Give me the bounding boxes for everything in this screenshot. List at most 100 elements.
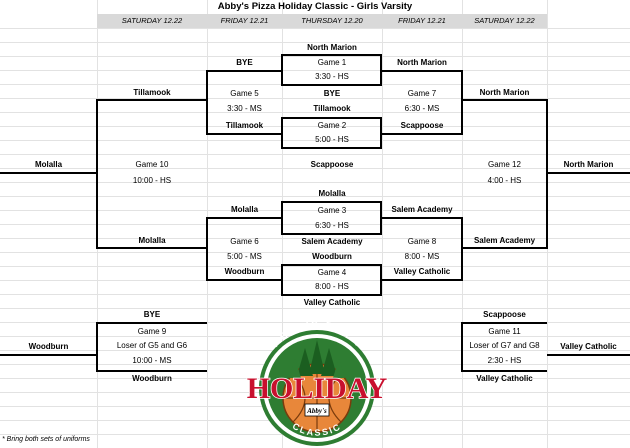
gridline [0,112,630,113]
logo-main-text: HOLIDAY [247,372,388,405]
game4-team-top: Woodburn [312,252,352,261]
g5-bottom-line [207,133,282,135]
game9-team-bottom: Woodburn [132,374,172,383]
gridline [0,28,630,29]
g8-top-line [382,217,462,219]
gridline [0,266,630,267]
game10-team-top: Tillamook [133,88,171,97]
game12-time: 4:00 - HS [487,176,522,185]
game8-time: 8:00 - MS [404,252,440,261]
game5-team-bottom: Tillamook [225,121,264,130]
game8-team-top: Salem Academy [391,205,453,214]
game3-team-bottom: Salem Academy [301,237,363,246]
tree-icon [297,348,313,376]
game7-team-bottom: Scappoose [400,121,444,130]
game2-label: Game 2 [317,121,347,130]
tree-icon [333,358,345,378]
game8-label: Game 8 [407,237,437,246]
game3-label: Game 3 [317,206,347,215]
gridline [0,210,630,211]
game4-box [281,264,382,296]
game12-label: Game 12 [488,160,521,169]
day-header: SATURDAY 12.22 [474,16,535,25]
game7-time: 6:30 - MS [404,104,440,113]
game1-box [281,54,382,86]
g8-vertical [461,217,463,281]
g9-vertical [96,322,98,372]
g11-vertical [461,322,463,372]
g12-vertical [546,99,548,249]
game11-team-bottom: Valley Catholic [476,374,533,383]
gridline [0,252,630,253]
g9-top-line [97,322,207,324]
game2-team-bottom: Scappoose [310,160,354,169]
g9-winner-line [0,354,97,356]
g7-vertical [461,70,463,135]
g9-bottom-line [97,370,207,372]
gridline [0,308,630,309]
gridline [0,182,630,183]
g11-winner-line [547,354,630,356]
game12-winner: North Marion [563,160,614,169]
game9-winner: Woodburn [28,342,69,351]
gridline [0,56,630,57]
game11-time: 2:30 - HS [487,356,522,365]
game6-team-top: Molalla [230,205,259,214]
g7-top-line [382,70,462,72]
tree-icon [321,348,337,376]
gridline [0,42,630,43]
g6-vertical [206,217,208,281]
game4-label: Game 4 [317,268,347,277]
game4-time: 8:00 - HS [315,282,349,291]
g10-top-line [97,99,207,101]
game6-label: Game 6 [230,237,259,246]
day-header-row [97,14,547,28]
game3-box [281,201,382,235]
game9-time: 10:00 - MS [132,356,172,365]
g12-bottom-line [462,247,547,249]
game11-sub: Loser of G7 and G8 [469,341,540,350]
game5-label: Game 5 [230,89,259,98]
game11-team-top: Scappoose [483,310,526,319]
gridline [0,126,630,127]
game5-time: 3:30 - MS [227,104,262,113]
game5-team-top: BYE [236,58,253,67]
game1-label: Game 1 [317,58,347,67]
g10-bottom-line [97,247,207,249]
g10-winner-line [0,172,97,174]
game4-team-bottom: Valley Catholic [303,298,361,307]
game3-team-top: Molalla [318,189,346,198]
game1-time: 3:30 - HS [315,72,349,81]
tree-icon [289,358,301,378]
day-header: THURSDAY 12.20 [301,16,363,25]
game12-team-bottom: Salem Academy [473,236,536,245]
abbys-pizza-holiday-classic-logo: ABBY'S PIZZA CLASSIC HOLIDAY Abby's [246,320,388,446]
g6-top-line [207,217,282,219]
game2-team-top: Tillamook [313,104,351,113]
g6-bottom-line [207,279,282,281]
g11-bottom-line [462,370,547,372]
g12-winner-line [547,172,630,174]
gridline [0,196,630,197]
gridline [0,238,630,239]
gridline [0,168,630,169]
game10-time: 10:00 - HS [132,176,172,185]
g11-top-line [462,322,547,324]
game6-time: 5:00 - MS [227,252,262,261]
day-header: FRIDAY 12.21 [398,16,446,25]
game2-box [281,117,382,149]
gridline [0,154,630,155]
g10-vertical [96,99,98,249]
page-title: Abby's Pizza Holiday Classic - Girls Var… [217,1,413,12]
g5-top-line [207,70,282,72]
gridline [0,322,630,323]
game11-label: Game 11 [488,327,521,336]
game9-label: Game 9 [137,327,167,336]
game9-sub: Loser of G5 and G6 [116,341,188,350]
gridline [0,224,630,225]
game2-time: 5:00 - HS [315,135,349,144]
game10-label: Game 10 [135,160,169,169]
day-header: SATURDAY 12.22 [121,16,183,25]
game7-team-top: North Marion [397,58,447,67]
game3-time: 6:30 - HS [315,221,349,230]
